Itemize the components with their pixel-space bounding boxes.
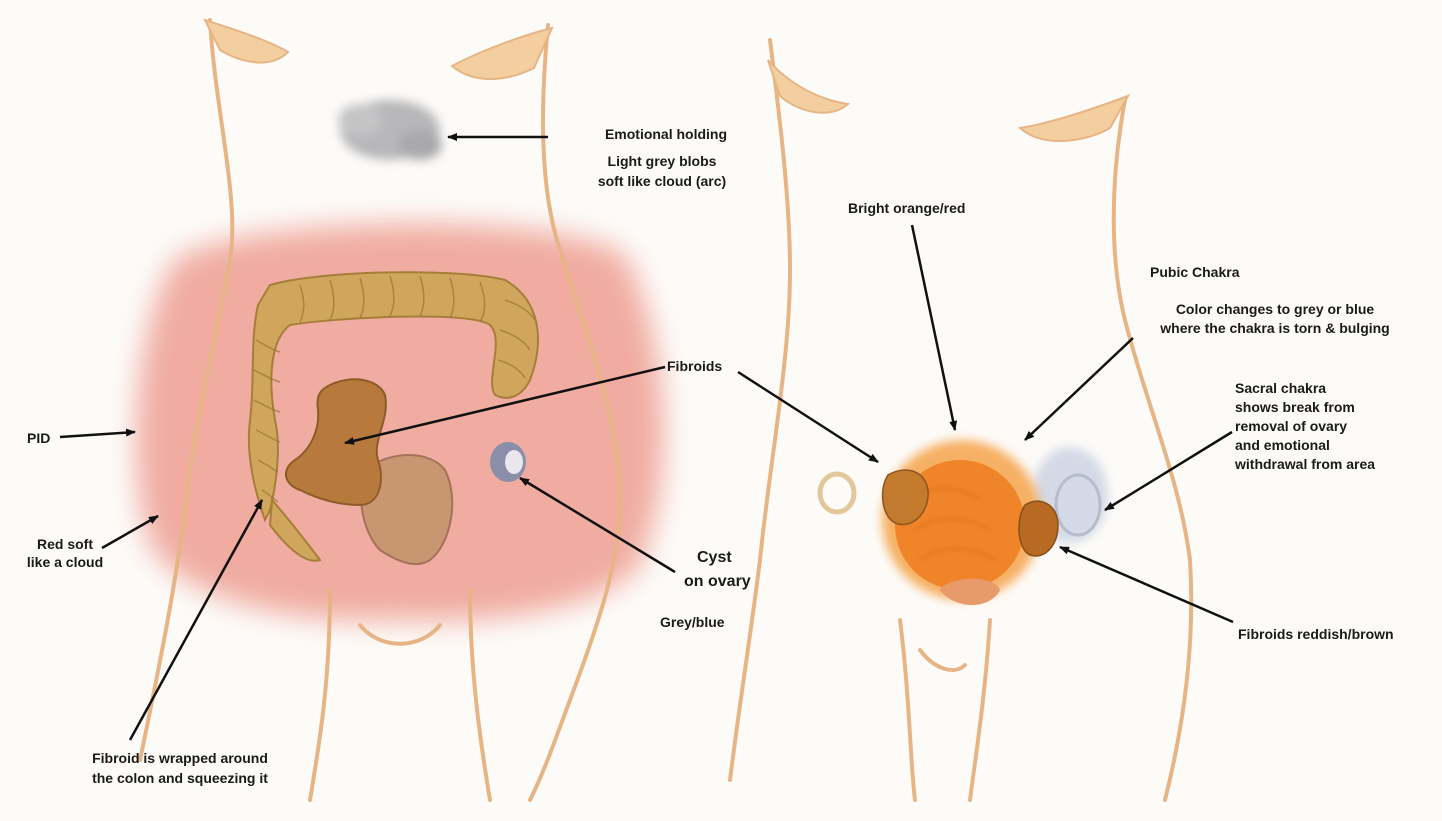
label-and-emotional: and emotional bbox=[1235, 435, 1330, 455]
label-color-changes: Color changes to grey or blue bbox=[1120, 299, 1430, 319]
label-red-soft: Red soft bbox=[5, 534, 125, 554]
label-like-a-cloud: like a cloud bbox=[5, 552, 125, 572]
left-shoulder-right bbox=[452, 28, 552, 79]
label-emotional-holding: Emotional holding bbox=[566, 124, 766, 144]
label-shows-break: shows break from bbox=[1235, 397, 1355, 417]
right-shoulder-right bbox=[1020, 96, 1128, 141]
label-cyst: Cyst bbox=[697, 548, 732, 568]
arrow-bright-orange bbox=[912, 225, 955, 430]
label-chakra-torn: where the chakra is torn & bulging bbox=[1120, 318, 1430, 338]
label-soft-like-cloud: soft like cloud (arc) bbox=[562, 171, 762, 191]
label-withdrawal: withdrawal from area bbox=[1235, 454, 1375, 474]
label-sacral-chakra: Sacral chakra bbox=[1235, 378, 1326, 398]
right-figure bbox=[730, 40, 1191, 800]
label-bright-orange-red: Bright orange/red bbox=[848, 198, 965, 218]
orange-chakra bbox=[882, 440, 1058, 605]
label-colon-squeezing: the colon and squeezing it bbox=[60, 768, 300, 788]
label-on-ovary: on ovary bbox=[684, 572, 751, 592]
label-removal-ovary: removal of ovary bbox=[1235, 416, 1347, 436]
right-shoulder-left bbox=[768, 60, 848, 113]
grey-cloud-blob bbox=[338, 100, 442, 160]
cyst-on-ovary bbox=[490, 442, 526, 482]
arrow-sacral-chakra bbox=[1105, 432, 1232, 510]
label-fibroids-reddish-brown: Fibroids reddish/brown bbox=[1238, 624, 1394, 644]
label-light-grey-blobs: Light grey blobs bbox=[562, 151, 762, 171]
label-fibroids: Fibroids bbox=[667, 356, 722, 376]
right-fibroid-small bbox=[1019, 501, 1058, 556]
arrow-pubic-chakra bbox=[1025, 338, 1133, 440]
label-pubic-chakra: Pubic Chakra bbox=[1150, 262, 1239, 282]
arrow-fibroids-reddish bbox=[1060, 547, 1233, 622]
label-pid: PID bbox=[27, 428, 50, 448]
navel-ring bbox=[820, 474, 854, 512]
arrow-fibroids-right bbox=[738, 372, 878, 462]
right-torso-outline bbox=[730, 40, 1191, 800]
left-shoulder-left bbox=[205, 20, 288, 63]
label-grey-blue: Grey/blue bbox=[660, 612, 725, 632]
arrow-pid bbox=[60, 432, 135, 437]
label-fibroid-wrapped: Fibroid is wrapped around bbox=[60, 748, 300, 768]
